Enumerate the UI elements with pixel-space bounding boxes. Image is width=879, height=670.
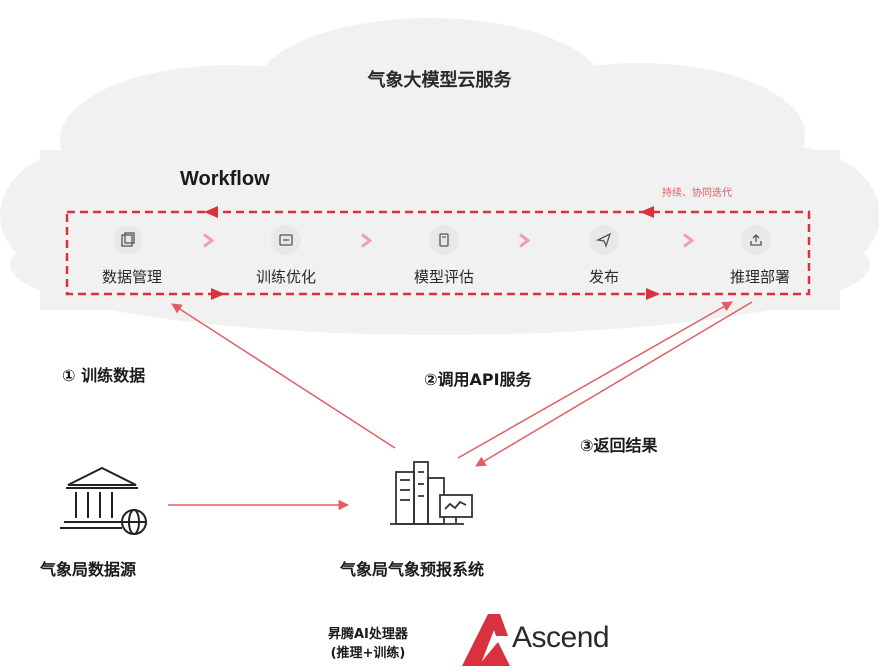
step-label-data-management: 数据管理 <box>101 268 163 286</box>
chevron-right-icon <box>360 233 373 252</box>
return-result-label: ③返回结果 <box>580 436 658 455</box>
model-evaluation-icon <box>429 225 459 255</box>
chip-label-line2: (推理+训练) <box>330 646 406 661</box>
chip-label-line1: 昇腾AI处理器 <box>328 627 408 642</box>
forecast-system-label: 气象局气象预报系统 <box>340 560 485 579</box>
call-api-arrow <box>457 301 733 459</box>
cloud-service-title: 气象大模型云服务 <box>367 70 512 91</box>
data-management-icon <box>113 225 143 255</box>
bank-database-icon <box>60 466 147 535</box>
data-source-label: 气象局数据源 <box>40 560 137 579</box>
workflow-loop-arrows <box>204 206 660 300</box>
cloud-shape <box>0 18 879 335</box>
workflow-box <box>65 210 811 296</box>
return-result-arrow <box>475 301 753 467</box>
chip-label: 昇腾AI处理器 (推理+训练) <box>328 625 408 663</box>
step-label-model-evaluation: 模型评估 <box>413 268 475 286</box>
ascend-brand: Ascend <box>512 621 610 654</box>
city-computer-icon <box>390 461 473 525</box>
training-icon <box>271 225 301 255</box>
chevron-right-icon <box>682 233 695 252</box>
training-data-arrow <box>171 303 396 449</box>
step-label-training: 训练优化 <box>255 268 317 286</box>
chevron-right-icon <box>202 233 215 252</box>
call-api-label: ②调用API服务 <box>424 370 532 389</box>
publish-icon <box>589 225 619 255</box>
iterate-note: 持续、协同迭代 <box>662 188 732 199</box>
chevron-right-icon <box>518 233 531 252</box>
workflow-title: Workflow <box>180 168 270 190</box>
step-label-publish: 发布 <box>588 268 620 286</box>
ascend-logo-icon <box>462 614 510 666</box>
training-data-label: ① 训练数据 <box>62 366 146 385</box>
deploy-icon <box>741 225 771 255</box>
step-label-deploy: 推理部署 <box>729 268 791 286</box>
